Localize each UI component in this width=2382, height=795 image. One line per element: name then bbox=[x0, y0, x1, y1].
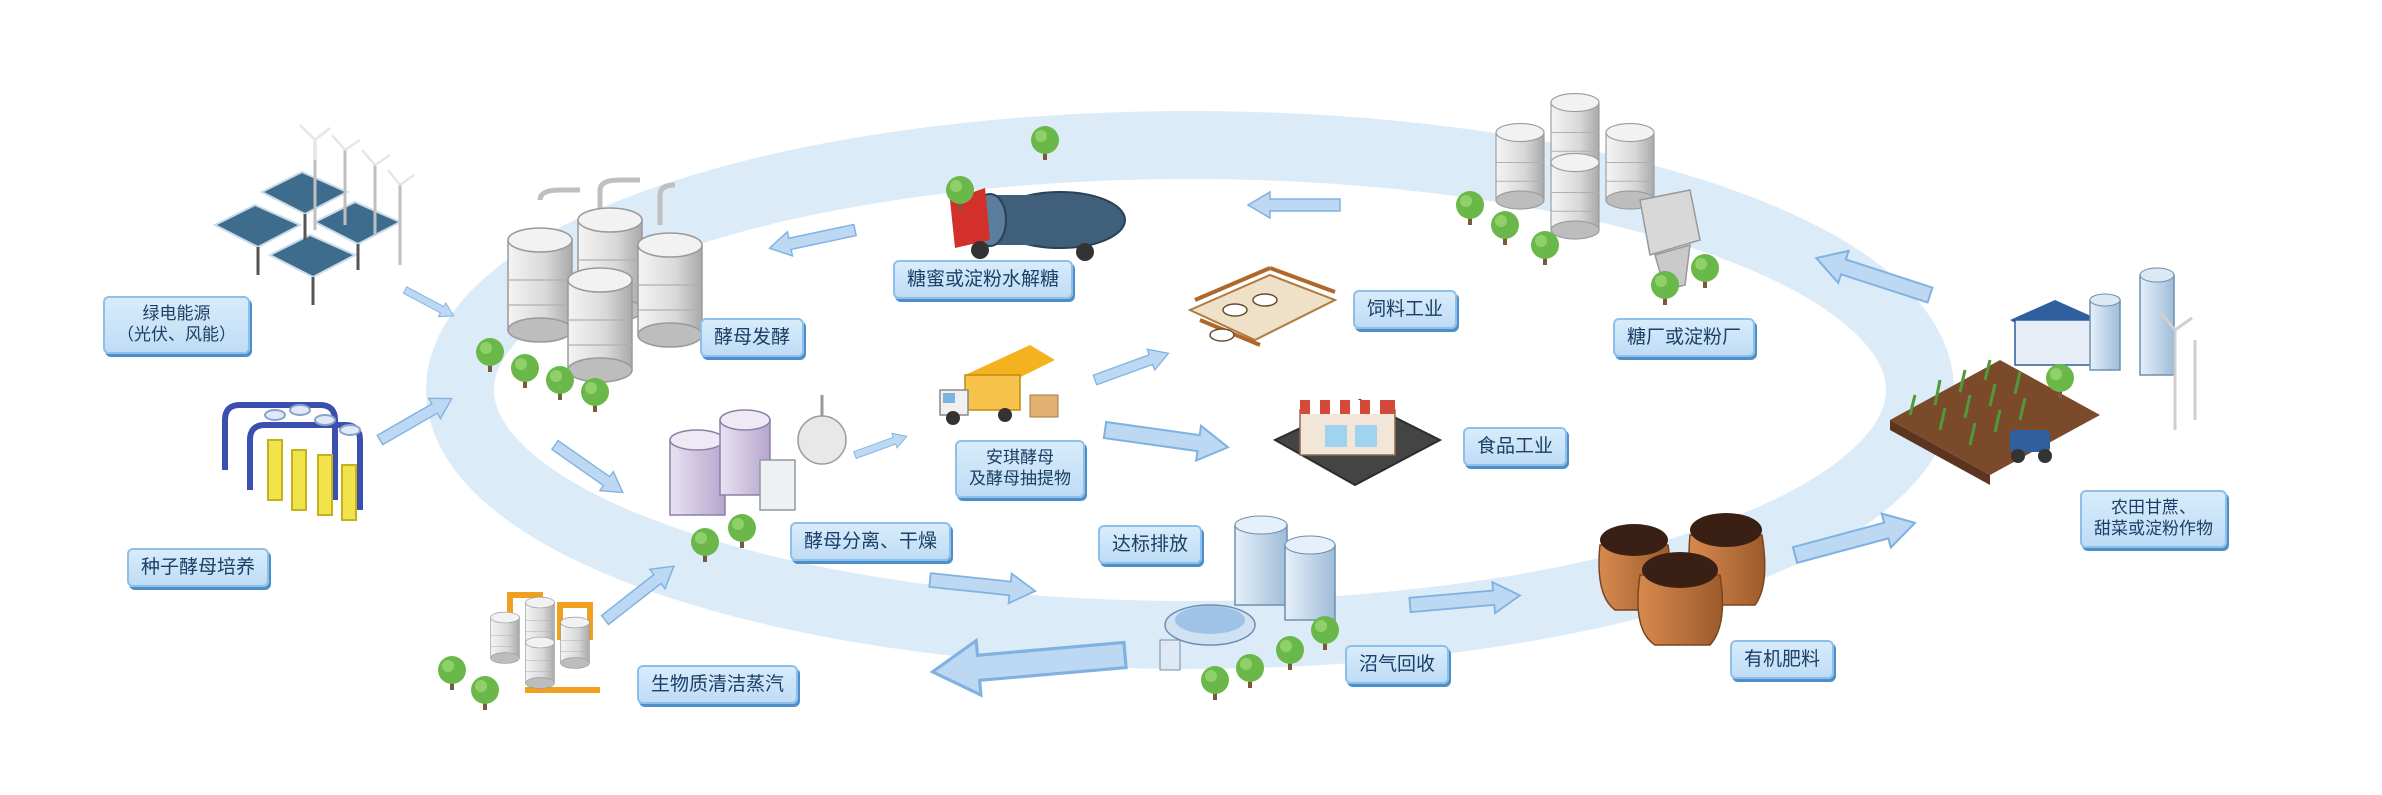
separation-drying-icon bbox=[669, 395, 847, 562]
food-industry-icon bbox=[1272, 398, 1443, 487]
label-biomass-steam: 生物质清洁蒸汽 bbox=[637, 665, 799, 704]
label-green-power-line1: 绿电能源 bbox=[142, 304, 211, 324]
tanker-truck-icon bbox=[946, 126, 1126, 261]
arrow-angel-to-food bbox=[1101, 411, 1232, 466]
label-separation-drying: 酵母分离、干燥 bbox=[790, 522, 952, 561]
label-hydrolysis-sugar: 糖蜜或淀粉水解糖 bbox=[893, 260, 1074, 299]
label-angel-yeast-line2: 及酵母抽提物 bbox=[969, 469, 1071, 489]
label-crops-line1: 农田甘蔗、 bbox=[2111, 498, 2196, 518]
farm-crops-icon bbox=[1890, 267, 2197, 485]
arrow-angel-to-feed bbox=[1090, 342, 1173, 392]
solar-wind-icon bbox=[212, 124, 415, 305]
arrow-hydrolysis-to-fermentation bbox=[766, 217, 859, 261]
label-green-power-line2: （光伏、风能） bbox=[117, 325, 236, 345]
label-food-industry: 食品工业 bbox=[1463, 427, 1568, 466]
arrow-separation-to-angel bbox=[851, 428, 910, 463]
label-green-power: 绿电能源 （光伏、风能） bbox=[103, 296, 250, 354]
label-angel-yeast: 安琪酵母 及酵母抽提物 bbox=[955, 440, 1085, 498]
label-organic-fertilizer: 有机肥料 bbox=[1730, 640, 1835, 679]
label-sugar-mill: 糖厂或淀粉厂 bbox=[1613, 318, 1756, 357]
yeast-truck-icon bbox=[939, 345, 1059, 425]
label-crops-line2: 甜菜或淀粉作物 bbox=[2094, 519, 2213, 539]
sugar-mill-icon bbox=[1456, 92, 1719, 305]
label-seed-yeast: 种子酵母培养 bbox=[127, 548, 270, 587]
fermentation-tanks-icon bbox=[476, 177, 703, 412]
label-angel-yeast-line1: 安琪酵母 bbox=[986, 448, 1054, 468]
label-fermentation: 酵母发酵 bbox=[700, 318, 805, 357]
seed-culture-icon bbox=[222, 402, 363, 521]
label-discharge: 达标排放 bbox=[1098, 525, 1203, 564]
arrow-sugar-mill-to-hydrolysis bbox=[1247, 191, 1341, 219]
biomass-steam-icon bbox=[438, 592, 600, 710]
label-crops: 农田甘蔗、 甜菜或淀粉作物 bbox=[2080, 490, 2227, 548]
wastewater-treatment-icon bbox=[1159, 515, 1339, 700]
fertilizer-bags-icon bbox=[1598, 513, 1766, 646]
label-biogas-recovery: 沼气回收 bbox=[1345, 645, 1450, 684]
label-feed-industry: 饲料工业 bbox=[1353, 290, 1458, 329]
arrow-green-power-to-fermentation bbox=[400, 282, 458, 324]
feed-industry-icon bbox=[1187, 266, 1338, 347]
